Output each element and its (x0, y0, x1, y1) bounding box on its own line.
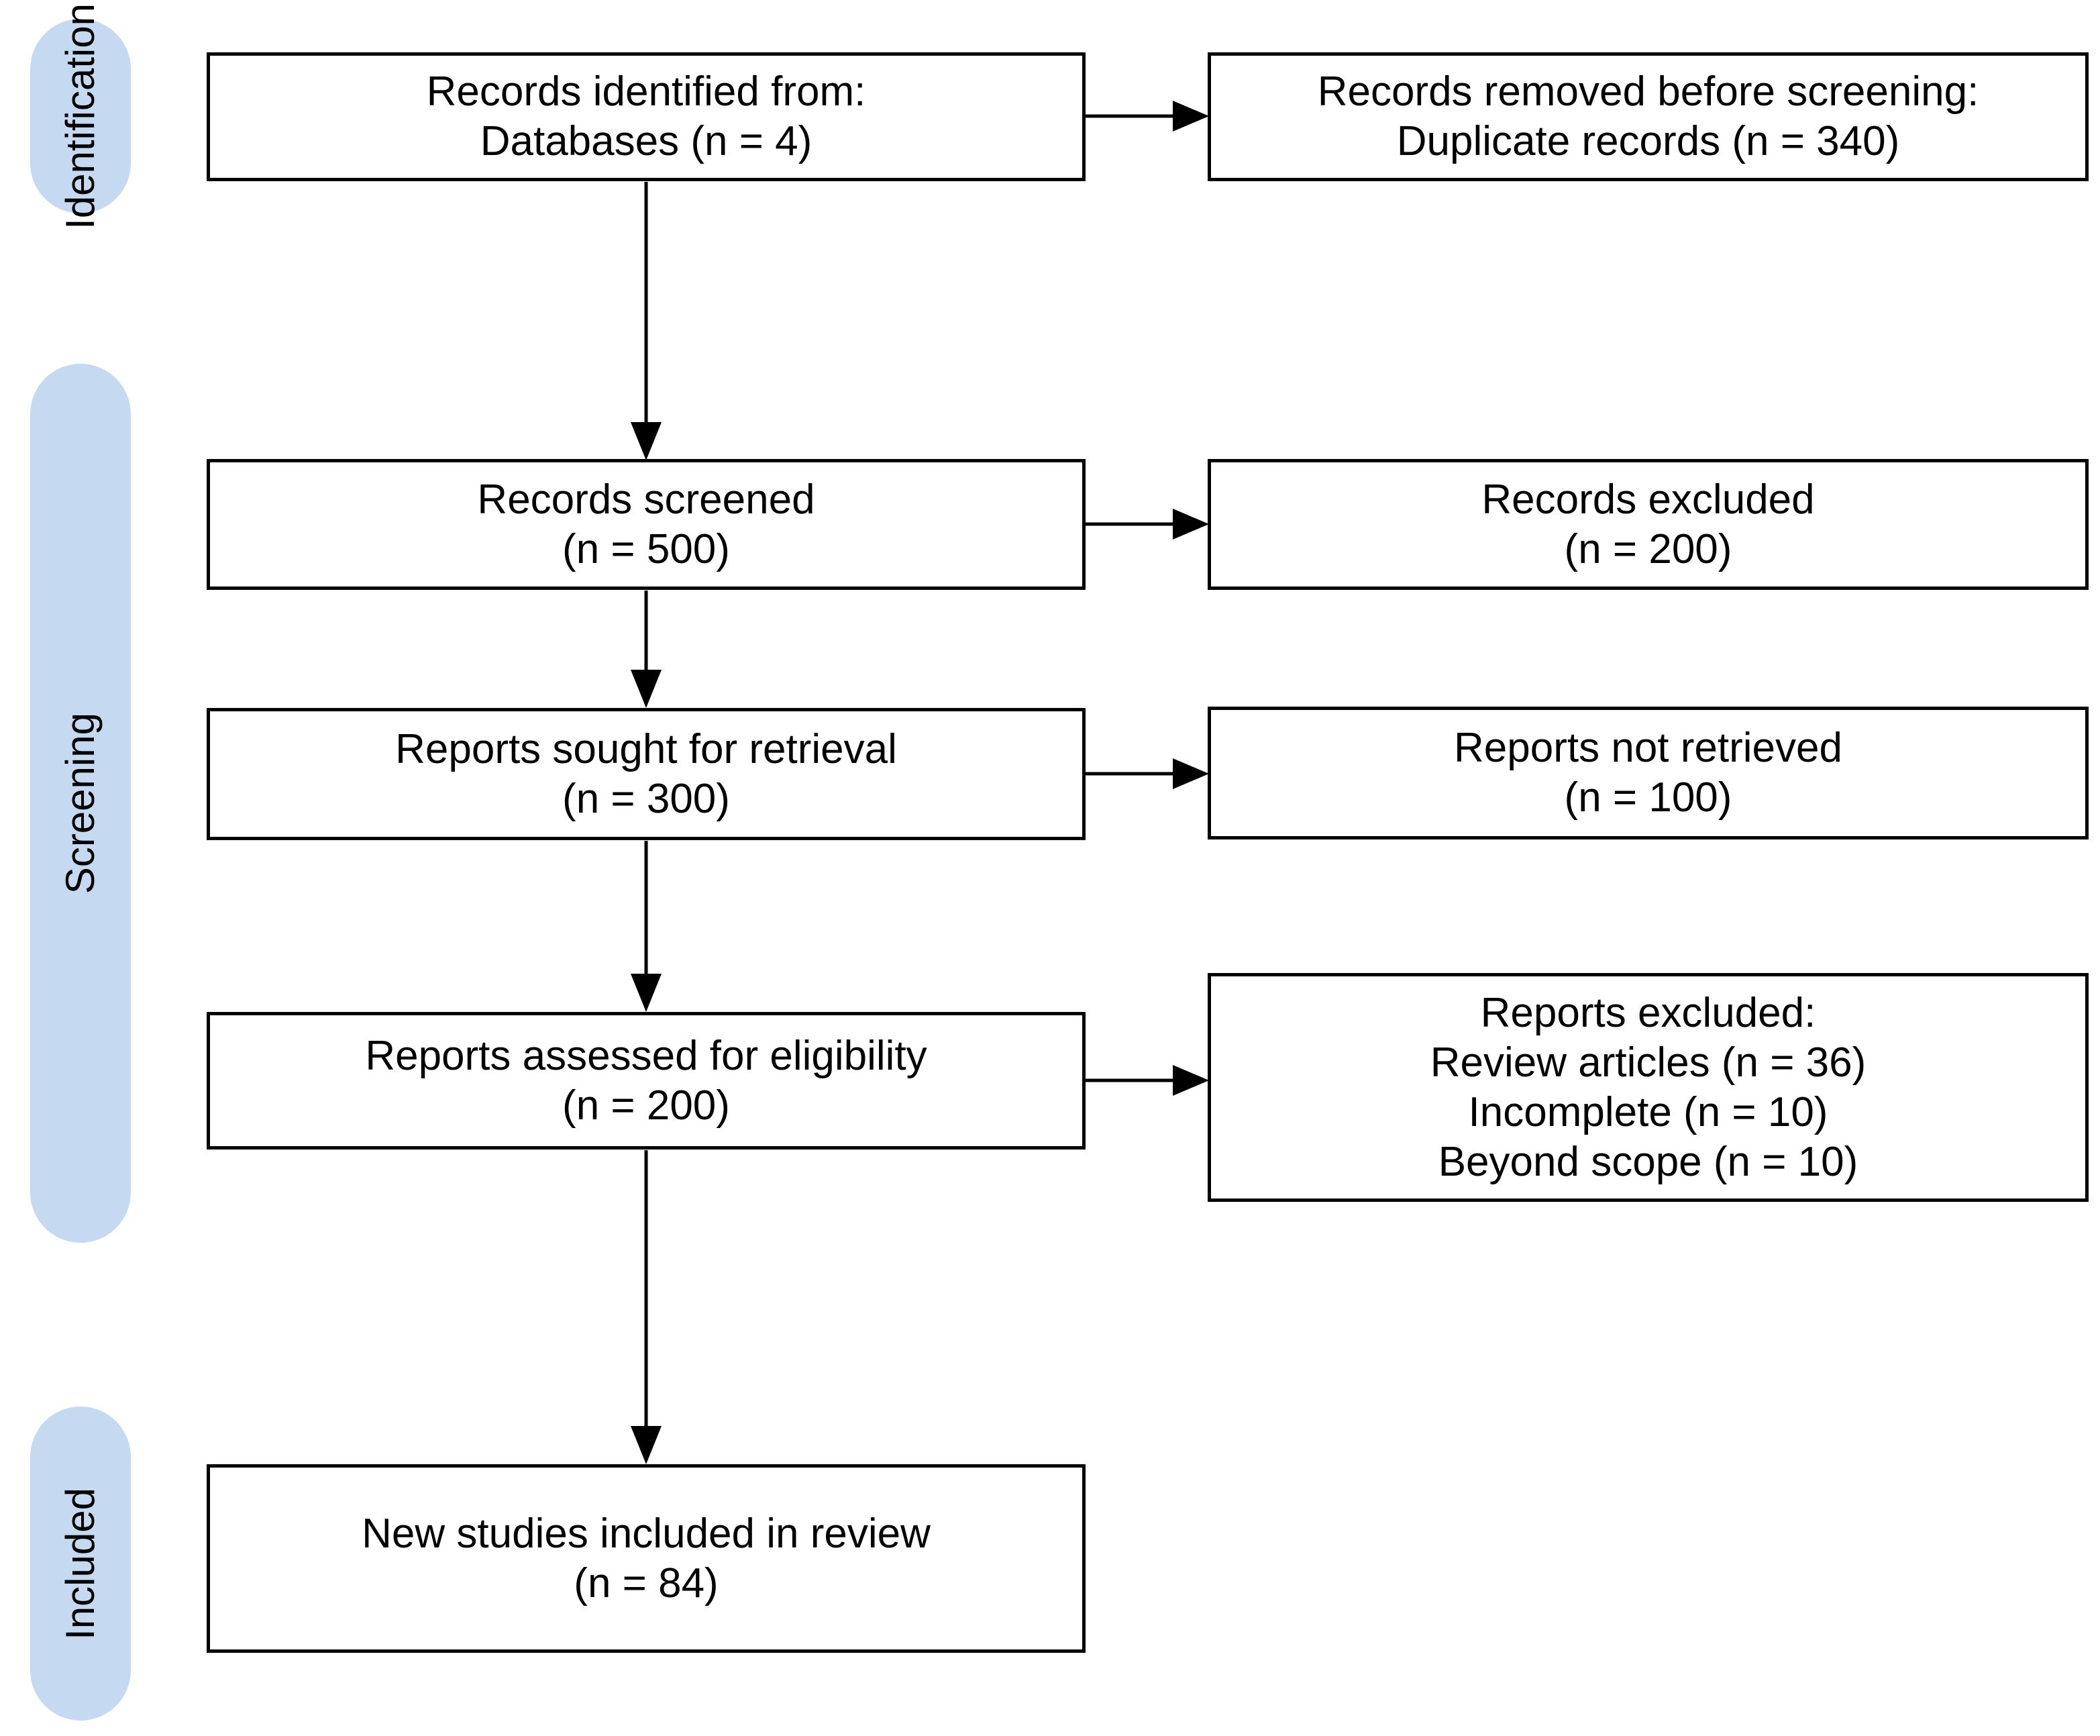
box-reports-excluded: Reports excluded: Review articles (n = 3… (1208, 973, 2089, 1202)
stage-pill-identification: Identification (30, 3, 131, 229)
stage-pill-screening: Screening (30, 364, 131, 1243)
box-records-excluded-line2: (n = 200) (1564, 525, 1732, 572)
box-new-studies-included-line1: New studies included in review (362, 1510, 931, 1557)
box-reports-excluded-line3: Incomplete (n = 10) (1468, 1088, 1828, 1135)
box-reports-sought: Reports sought for retrieval (n = 300) (207, 708, 1086, 840)
box-records-screened-line1: Records screened (477, 476, 815, 523)
box-new-studies-included: New studies included in review (n = 84) (207, 1464, 1086, 1653)
box-records-screened: Records screened (n = 500) (207, 459, 1086, 590)
box-records-identified-line2: Databases (n = 4) (480, 118, 812, 164)
box-reports-excluded-line2: Review articles (n = 36) (1430, 1039, 1867, 1086)
box-reports-not-retrieved: Reports not retrieved (n = 100) (1208, 707, 2089, 839)
arrow-assessed-to-reports-excluded (1086, 1065, 1209, 1096)
arrow-screened-to-sought (631, 591, 662, 708)
arrow-sought-to-assessed (631, 841, 662, 1012)
box-reports-excluded-line4: Beyond scope (n = 10) (1438, 1138, 1858, 1185)
box-reports-sought-line2: (n = 300) (562, 775, 730, 822)
stage-pill-included: Included (30, 1407, 131, 1721)
arrow-identified-to-removed (1086, 101, 1209, 132)
arrow-sought-to-not-retrieved (1086, 758, 1209, 789)
stage-label-screening: Screening (58, 712, 103, 895)
box-records-removed: Records removed before screening: Duplic… (1208, 52, 2089, 181)
stage-label-identification: Identification (58, 3, 103, 229)
box-records-removed-line1: Records removed before screening: (1317, 68, 1979, 115)
box-new-studies-included-line2: (n = 84) (574, 1560, 719, 1606)
box-reports-not-retrieved-line2: (n = 100) (1564, 774, 1732, 821)
arrow-screened-to-records-excluded (1086, 509, 1209, 540)
arrow-identified-to-screened (631, 182, 662, 460)
stage-label-included: Included (58, 1487, 103, 1640)
arrow-assessed-to-included (631, 1150, 662, 1464)
box-records-identified: Records identified from: Databases (n = … (207, 52, 1086, 181)
box-records-screened-line2: (n = 500) (562, 525, 730, 572)
box-records-identified-line1: Records identified from: (426, 68, 866, 115)
box-records-removed-line2: Duplicate records (n = 340) (1396, 118, 1900, 164)
box-reports-assessed-line2: (n = 200) (562, 1082, 730, 1129)
box-reports-assessed-line1: Reports assessed for eligibility (365, 1032, 927, 1079)
box-reports-excluded-line1: Reports excluded: (1480, 989, 1816, 1036)
box-records-excluded-line1: Records excluded (1481, 476, 1815, 523)
box-reports-not-retrieved-line1: Reports not retrieved (1454, 725, 1842, 771)
box-records-excluded: Records excluded (n = 200) (1208, 459, 2089, 590)
box-reports-assessed: Reports assessed for eligibility (n = 20… (207, 1012, 1086, 1150)
box-reports-sought-line1: Reports sought for retrieval (395, 725, 897, 772)
